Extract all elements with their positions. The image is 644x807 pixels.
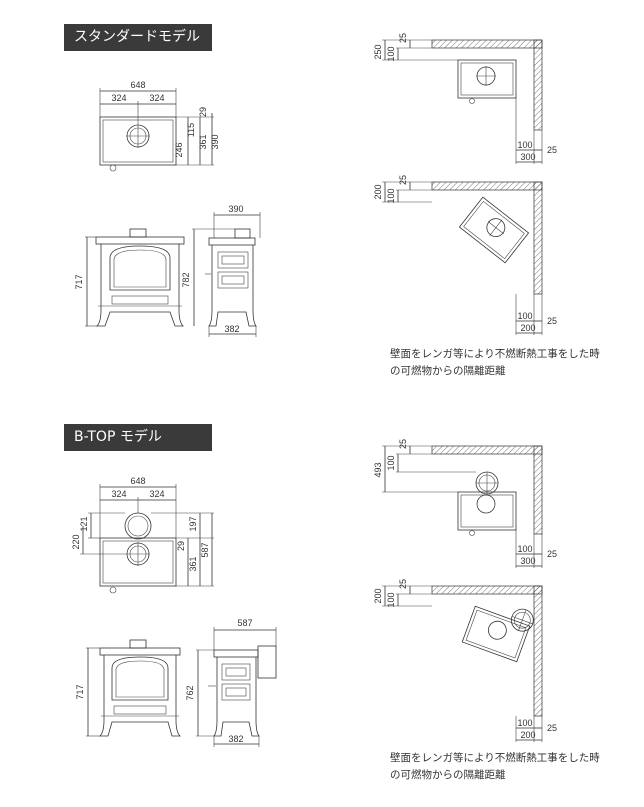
dimension-label: 100 — [386, 46, 396, 61]
dimension-label: 200 — [373, 184, 383, 199]
dimension-label: 100 — [386, 592, 396, 607]
dimension-label: 762 — [185, 685, 195, 700]
btop-side-view: 587 762 382 — [185, 618, 277, 747]
dimension-label: 390 — [228, 204, 243, 214]
dimension-label: 390 — [210, 134, 220, 149]
btop-clearance-corner: 200 100 25 100 200 25 — [373, 579, 557, 742]
dimension-label: 587 — [237, 618, 252, 628]
dimension-label: 121 — [79, 516, 89, 531]
standard-model-label: スタンダードモデル — [64, 24, 212, 51]
standard-top-view: 648 324 324 29 115 246 361 390 — [99, 80, 220, 172]
standard-side-view: 390 782 382 — [181, 204, 261, 337]
dimension-label: 100 — [386, 188, 396, 203]
dimension-label: 25 — [398, 33, 408, 43]
dimension-label: 493 — [373, 462, 383, 477]
dimension-label: 29 — [176, 541, 186, 551]
dimension-label: 250 — [373, 44, 383, 59]
dimension-label: 382 — [228, 734, 243, 744]
dimension-label: 300 — [520, 152, 535, 162]
std-top-width: 648 — [130, 80, 145, 90]
standard-clearance-parallel: 250 100 25 100 300 25 — [373, 33, 557, 164]
btop-model-label: B-TOP モデル — [64, 424, 212, 451]
dimension-label: 29 — [198, 107, 208, 117]
dimension-label: 25 — [398, 439, 408, 449]
btop-front-view: 717 — [75, 639, 181, 737]
dimension-label: 717 — [75, 684, 85, 699]
dimension-label: 361 — [198, 134, 208, 149]
standard-clearance-corner: 200 100 25 100 200 25 — [373, 175, 557, 335]
dimension-label: 25 — [547, 316, 557, 326]
dimension-label: 115 — [186, 123, 196, 137]
dimension-label: 246 — [174, 142, 184, 157]
btop-clearance-parallel: 493 100 25 100 300 25 — [373, 439, 557, 568]
dimension-label: 300 — [520, 556, 535, 566]
dimension-label: 382 — [224, 324, 239, 334]
dimension-label: 220 — [71, 534, 81, 549]
clearance-note-btop: 壁面をレンガ等により不燃断熱工事をした時の可燃物からの隔離距離 — [390, 752, 600, 781]
dimension-label: 324 — [111, 489, 126, 499]
dimension-label: 324 — [149, 489, 164, 499]
dimension-label: 200 — [520, 730, 535, 740]
dimension-label: 25 — [547, 723, 557, 733]
dimension-label: 25 — [398, 579, 408, 589]
btop-top-view: 648 324 324 121 220 197 29 361 587 — [71, 476, 214, 594]
dimension-label: 587 — [200, 542, 210, 557]
dimension-label: 100 — [517, 311, 532, 321]
dimension-label: 25 — [547, 549, 557, 559]
dimension-label: 25 — [547, 145, 557, 155]
dimension-label: 361 — [188, 556, 198, 571]
dimension-label: 200 — [373, 588, 383, 603]
dimension-label: 100 — [517, 718, 532, 728]
clearance-note-standard: 壁面をレンガ等により不燃断熱工事をした時の可燃物からの隔離距離 — [390, 348, 600, 377]
dimension-label: 717 — [74, 274, 84, 289]
dimension-label: 197 — [188, 516, 198, 531]
std-top-half-right: 324 — [149, 93, 164, 103]
dimension-label: 25 — [398, 175, 408, 185]
dimension-label: 100 — [517, 544, 532, 554]
dimension-label: 648 — [130, 476, 145, 486]
standard-front-view: 717 — [74, 228, 185, 327]
std-top-half-left: 324 — [111, 93, 126, 103]
dimension-label: 100 — [517, 140, 532, 150]
dimension-label: 100 — [386, 455, 396, 470]
dimension-label: 782 — [181, 272, 191, 287]
dimension-label: 200 — [520, 323, 535, 333]
